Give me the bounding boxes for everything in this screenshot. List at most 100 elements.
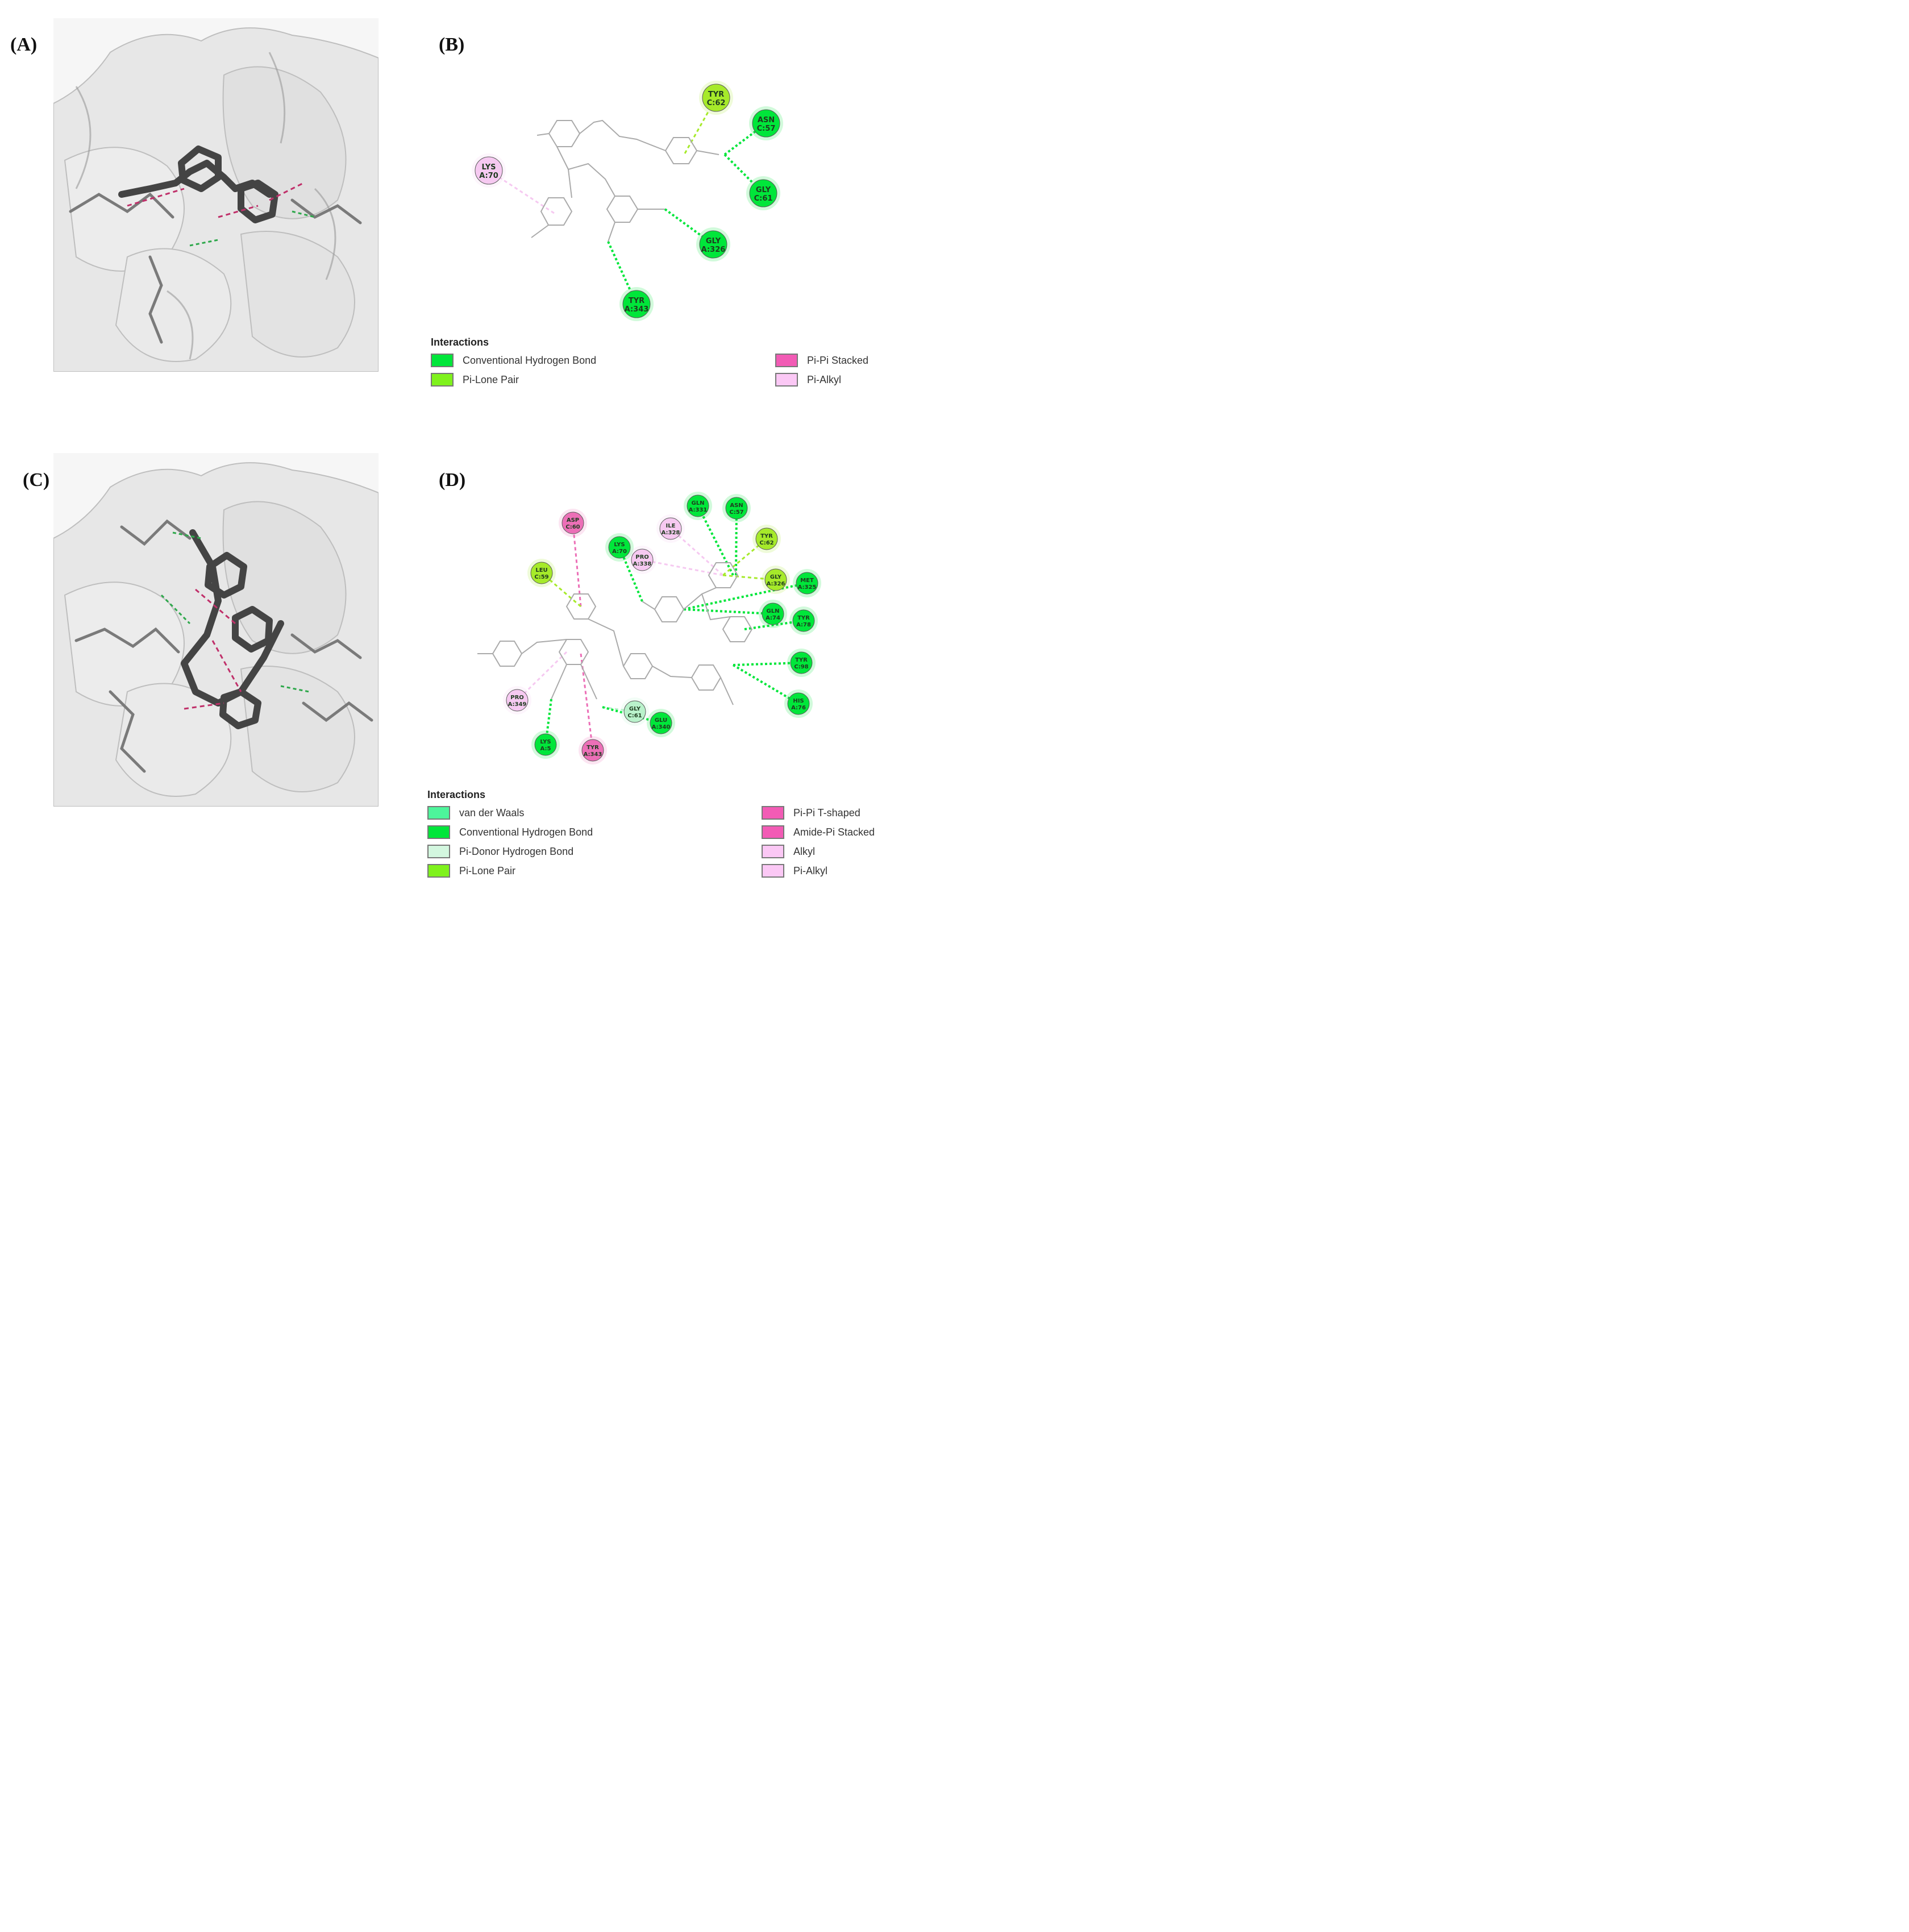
- residue-name-label: TYR: [795, 657, 808, 663]
- legend-swatch: [762, 806, 784, 820]
- interaction-line: [683, 608, 773, 615]
- residue-name-label: TYR: [587, 745, 599, 751]
- legend-swatch: [775, 354, 798, 367]
- residue-name-label: LEU: [535, 567, 547, 574]
- residue-id-label: A:76: [791, 705, 806, 711]
- interaction-line: [642, 559, 723, 576]
- legend-swatch: [431, 373, 454, 387]
- residue-name-label: GLN: [767, 608, 780, 614]
- legend-swatch: [775, 373, 798, 387]
- legend-label: Conventional Hydrogen Bond: [459, 826, 593, 838]
- panel-d-legend-item-5: Amide-Pi Stacked: [762, 825, 875, 839]
- residue-id-label: C:57: [729, 509, 743, 516]
- residue-name-label: TYR: [708, 90, 724, 99]
- residue-disc: [762, 603, 784, 625]
- legend-label: Pi-Pi T-shaped: [793, 807, 860, 818]
- legend-swatch: [427, 845, 450, 858]
- residue-id-label: A:74: [766, 615, 780, 621]
- interaction-line: [735, 508, 738, 576]
- residue-name-label: GLY: [629, 706, 641, 712]
- residue-disc: [787, 692, 810, 715]
- legend-swatch: [427, 806, 450, 820]
- residue-id-label: C:61: [754, 194, 773, 203]
- residue-disc: [792, 609, 815, 632]
- legend-label: Pi-Lone Pair: [463, 373, 519, 385]
- residue-disc: [764, 568, 787, 591]
- panel-b-legend-item-2: Pi-Pi Stacked: [775, 354, 868, 367]
- residue-disc: [687, 495, 709, 517]
- residue-disc: [534, 733, 557, 756]
- panel-a-3d-view: [53, 18, 379, 372]
- legend-label: Pi-Pi Stacked: [807, 354, 869, 366]
- residue-name-label: MET: [800, 577, 814, 584]
- panel-b-legend-item-1: Pi-Lone Pair: [431, 373, 519, 387]
- residue-id-label: A:326: [767, 581, 785, 587]
- residue-name-label: LYS: [481, 163, 496, 172]
- residue-id-label: C:62: [759, 540, 773, 546]
- residue-disc: [790, 651, 813, 674]
- residue-id-label: C:61: [627, 713, 642, 719]
- legend-label: Pi-Alkyl: [807, 373, 842, 385]
- residue-disc: [581, 739, 604, 762]
- interaction-line: [722, 538, 767, 576]
- residue-disc: [623, 700, 646, 723]
- panel-d-legend-item-1: Conventional Hydrogen Bond: [427, 825, 593, 839]
- residue-name-label: TYR: [629, 297, 644, 305]
- residue-name-label: HIS: [793, 698, 804, 704]
- legend-label: Conventional Hydrogen Bond: [463, 354, 597, 366]
- residue-disc: [562, 512, 584, 534]
- residue-name-label: TYR: [797, 615, 810, 621]
- residue-name-label: LYS: [540, 739, 551, 745]
- panel-d-ligand-skeleton: [477, 562, 753, 705]
- legend-swatch: [427, 864, 450, 878]
- residue-id-label: C:57: [757, 124, 776, 133]
- residue-id-label: C:60: [565, 524, 580, 530]
- residue-name-label: GLY: [770, 574, 782, 580]
- residue-name-label: TYR: [760, 533, 773, 539]
- interaction-line: [572, 522, 582, 607]
- legend-swatch: [762, 864, 784, 878]
- residue-disc: [622, 290, 651, 318]
- residue-id-label: C:98: [794, 664, 808, 670]
- panel-b-ligand-skeleton: [531, 119, 719, 242]
- legend-label: Amide-Pi Stacked: [793, 826, 875, 838]
- residue-id-label: A:325: [798, 584, 817, 591]
- panel-d-legend-item-6: Alkyl: [762, 845, 815, 858]
- residue-disc: [650, 712, 672, 734]
- panel-b-legend-item-3: Pi-Alkyl: [775, 373, 841, 387]
- residue-disc: [530, 562, 553, 584]
- interaction-line: [618, 547, 643, 602]
- residue-id-label: A:338: [633, 561, 652, 567]
- residue-name-label: GLU: [655, 717, 667, 724]
- panel-c-3d-view: [53, 453, 379, 807]
- residue-id-label: A:70: [479, 172, 498, 180]
- panel-a-surface-render: [53, 18, 379, 372]
- legend-label: Pi-Donor Hydrogen Bond: [459, 845, 574, 857]
- panel-d-legend-item-7: Pi-Alkyl: [762, 864, 827, 878]
- residue-id-label: A:343: [584, 751, 602, 758]
- residue-id-label: A:326: [701, 246, 726, 254]
- residue-id-label: C:62: [707, 99, 726, 107]
- panel-d-legend-item-4: Pi-Pi T-shaped: [762, 806, 860, 820]
- interaction-lines: [488, 97, 767, 305]
- panel-d-legend-item-3: Pi-Lone Pair: [427, 864, 515, 878]
- panel-d-legend-item-0: van der Waals: [427, 806, 524, 820]
- residue-disc: [631, 549, 654, 571]
- residue-name-label: GLY: [756, 186, 771, 194]
- interaction-line: [744, 620, 804, 630]
- panel-c-label: (C): [23, 470, 50, 491]
- interaction-line: [516, 651, 568, 701]
- residue-disc: [475, 156, 503, 185]
- residue-id-label: A:349: [508, 701, 527, 708]
- legend-swatch: [762, 845, 784, 858]
- residue-disc: [699, 230, 727, 259]
- panel-b-legend-item-0: Conventional Hydrogen Bond: [431, 354, 596, 367]
- panel-d-legend-item-2: Pi-Donor Hydrogen Bond: [427, 845, 573, 858]
- panel-d-legend-title: Interactions: [427, 789, 486, 800]
- residue-id-label: A:70: [612, 549, 627, 555]
- residue-disc: [749, 179, 777, 207]
- interaction-line: [541, 572, 581, 608]
- residue-disc: [506, 689, 529, 712]
